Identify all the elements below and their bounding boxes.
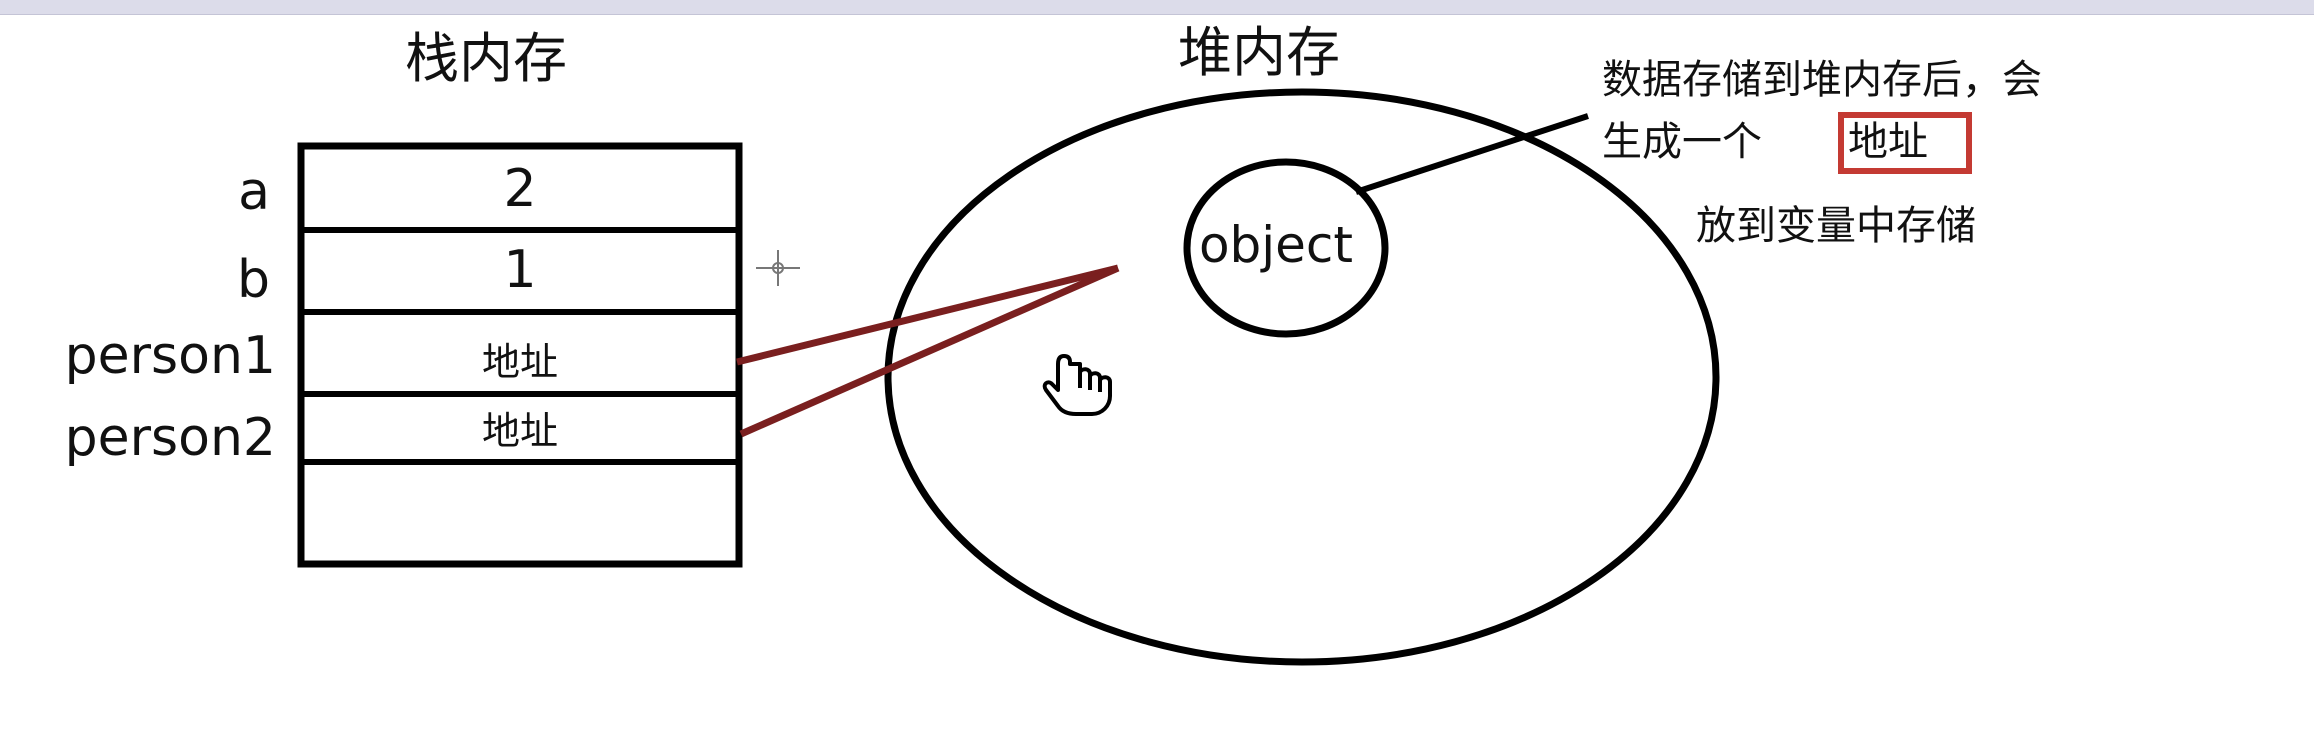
stack-memory-box — [297, 142, 743, 568]
stack-cell-person2-address: 地址 — [481, 408, 558, 453]
note-line-2-prefix: 生成一个 — [1602, 119, 1762, 165]
note-line-1: 数据存储到堆内存后，会 — [1602, 57, 2042, 103]
object-label: object — [1199, 216, 1353, 274]
note-pointer-line — [1355, 113, 1589, 195]
stack-cell-a-value: 2 — [503, 159, 537, 219]
stack-cell-b-value: 1 — [503, 240, 537, 300]
hand-pointer-cursor-icon — [1042, 354, 1112, 416]
stack-cell-person1-address: 地址 — [481, 339, 558, 384]
var-name-person2: person2 — [64, 408, 276, 468]
var-name-b: b — [236, 250, 270, 310]
note-line-3: 放到变量中存储 — [1696, 203, 1976, 249]
crosshair-cursor-icon — [756, 250, 800, 286]
address-highlight-box — [1838, 112, 1972, 174]
var-name-a: a — [238, 162, 270, 222]
heap-memory-title: 堆内存 — [1178, 21, 1340, 84]
stack-memory-title: 栈内存 — [405, 27, 567, 90]
person2-reference-line — [739, 264, 1120, 438]
person1-reference-line — [736, 264, 1119, 366]
note-line-2-highlight: 地址 — [1848, 119, 1928, 165]
heap-memory-circle — [884, 88, 1720, 666]
var-name-person1: person1 — [64, 326, 276, 386]
object-circle — [1183, 158, 1389, 338]
window-top-bar — [0, 0, 2314, 15]
